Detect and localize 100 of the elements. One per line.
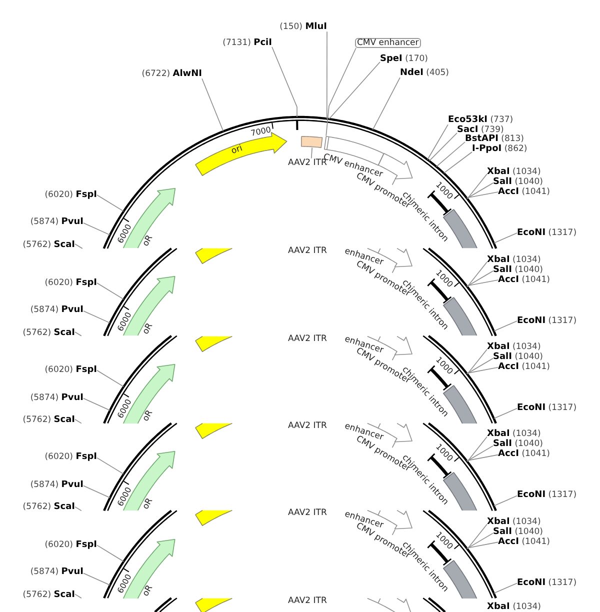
restriction-site-label: EcoNI (1317) [517,403,577,413]
restriction-site-label: SalI (1040) [493,352,543,362]
leader-line [436,142,466,168]
leader-line [83,310,110,324]
leader-line [83,572,110,586]
restriction-site-label: XbaI (1034) [487,342,541,352]
restriction-site-label: AccI (1041) [498,362,550,372]
leader-line [392,266,396,274]
restriction-site-label: (5874) PvuI [30,392,84,402]
restriction-site-label: (6020) FspI [44,452,97,462]
restriction-site-label: AccI (1041) [498,274,550,285]
restriction-site-label: XbaI (1034) [487,516,541,527]
restriction-site-label: (6020) FspI [44,365,97,375]
leader-line [466,532,494,549]
restriction-site-label: (150) MluI [280,22,327,32]
scale-label: 6000 [116,222,134,245]
restriction-site-label: EcoNI (1317) [517,578,577,588]
restriction-site-label: (6722) AlwNI [142,68,202,79]
leader-line [392,354,396,361]
leader-line [493,495,518,506]
leader-line [466,358,494,374]
leader-line [326,31,328,120]
leader-line [328,62,380,120]
scale-label: 6000 [116,310,134,333]
leader-line [74,594,82,598]
restriction-site-label: AccI (1041) [498,449,550,460]
leader-line [443,152,472,174]
feature-callout: CMV enhancer [355,38,421,48]
restriction-site-label: (7131) PciI [222,38,272,48]
restriction-site-label: (5762) ScaI [22,328,75,338]
leader-line [466,182,494,199]
restriction-site-label: (6020) FspI [44,540,97,550]
restriction-site-label: SpeI (170) [380,54,428,64]
restriction-site-label: (5874) PvuI [30,480,84,490]
leader-line [427,124,448,160]
restriction-site-label: (5874) PvuI [30,305,84,316]
leader-line [466,280,498,286]
leader-line [74,506,82,512]
leader-line [392,178,396,186]
restriction-site-label: (5874) PvuI [30,567,84,578]
leader-line [466,454,498,462]
restriction-site-label: SalI (1040) [493,264,543,275]
restriction-site-label: (6020) FspI [44,190,97,200]
leader-line [466,367,498,374]
leader-line [202,78,224,132]
leader-line [272,46,298,118]
scale-label: 6000 [116,398,134,420]
restriction-site-label: (5762) ScaI [22,502,75,512]
leader-line [466,349,488,375]
scale-label: 6000 [116,486,134,508]
leader-line [466,192,498,198]
site-position: (1034) [512,602,541,612]
restriction-site-label: SalI (1040) [493,439,543,450]
leader-line [74,244,83,249]
leader-line [428,132,458,162]
restriction-site-label: NdeI (405) [400,68,449,78]
leader-line [493,582,518,594]
restriction-site-label: BstAPI (813) [465,134,524,144]
leader-line [96,282,124,300]
restriction-site-label: SacI (739) [457,124,504,135]
backbone-arc [154,597,178,612]
leader-line [466,262,488,288]
restriction-site-label: EcoNI (1317) [517,490,577,500]
restriction-site-label: (5762) ScaI [22,590,75,600]
feature-label: AAV2 ITR [288,596,327,606]
leader-line [466,524,488,550]
restriction-site-label: (5762) ScaI [22,415,75,425]
leader-line [96,457,124,474]
restriction-site-label: (5874) PvuI [30,217,84,228]
leader-line [96,370,124,388]
enzyme-name: XbaI [487,602,510,612]
leader-line [311,147,312,159]
feature-label: oR [140,496,155,512]
leader-line [96,544,124,562]
leader-line [493,408,518,419]
restriction-site-label: XbaI (1034) [487,254,541,265]
leader-line [392,442,396,448]
feature-label: AAV2 ITR [288,421,327,432]
feature-label: oR [140,409,155,424]
backbone-arc [422,597,446,612]
restriction-site-label: Eco53kI (737) [448,114,514,125]
scale-label: 7000 [250,126,272,138]
leader-line [372,77,400,130]
scale-label: 6000 [116,573,134,595]
restriction-site-label: XbaI (1034) [487,166,541,177]
feature-label: AAV2 ITR [288,334,327,344]
restriction-site-label: AccI (1041) [498,186,550,197]
leader-line [74,332,82,336]
restriction-site-label: (5762) ScaI [22,240,75,250]
leader-line [96,194,124,212]
feature-label: oR [140,584,155,598]
restriction-site-label: SalI (1040) [493,176,543,187]
feature-label: oR [140,234,155,248]
backbone-arc [103,248,178,337]
feature-label: AAV2 ITR [288,508,327,518]
leader-line [326,48,356,136]
feature-label: ori [230,143,244,157]
restriction-site-label: EcoNI (1317) [517,228,577,238]
leader-line [466,445,494,462]
restriction-site-label: EcoNI (1317) [517,316,577,326]
